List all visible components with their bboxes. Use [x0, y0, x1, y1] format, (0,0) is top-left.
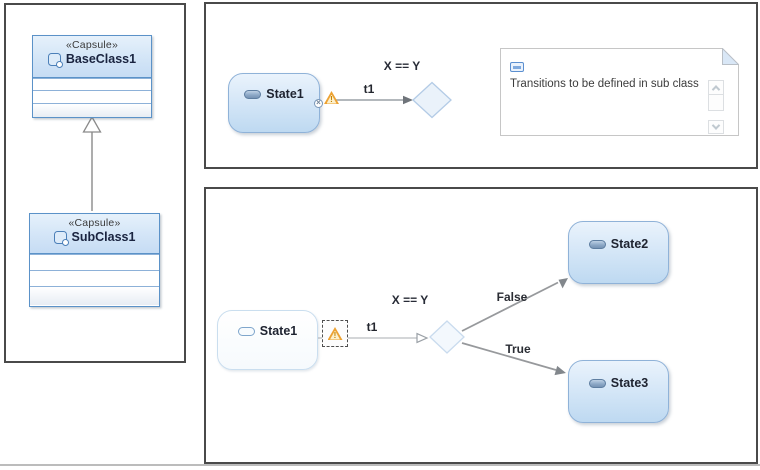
branch-false-label[interactable]: False — [496, 290, 528, 304]
chevron-up-icon — [712, 85, 720, 93]
note-fold-icon — [722, 48, 739, 65]
state-state2[interactable]: State2 — [568, 221, 669, 284]
note-scrollbar[interactable] — [708, 80, 724, 134]
capsule-stereotype: «Capsule» — [68, 217, 121, 229]
generalization-connector — [82, 115, 102, 211]
transition-name-label[interactable]: t1 — [363, 82, 375, 96]
transition-true-line[interactable] — [461, 342, 557, 371]
capsule-box-baseclass[interactable]: «Capsule» BaseClass1 — [32, 35, 152, 118]
window-bottom-edge — [0, 464, 760, 466]
state-icon — [588, 239, 606, 249]
note-text: Transitions to be defined in sub class — [510, 78, 699, 90]
compartment-row[interactable] — [30, 286, 159, 305]
capsule-header[interactable]: «Capsule» BaseClass1 — [33, 36, 151, 78]
state-label: State1 — [259, 324, 298, 338]
transition-name-label[interactable]: t1 — [366, 320, 378, 334]
choice-diamond[interactable] — [412, 81, 452, 119]
capsule-name: BaseClass1 — [65, 52, 137, 66]
branch-true-label[interactable]: True — [505, 342, 531, 356]
capsule-name: SubClass1 — [71, 230, 136, 244]
warning-selection-box[interactable]: ! — [322, 320, 348, 347]
generalization-triangle-icon[interactable] — [82, 115, 102, 133]
state-label: State1 — [266, 87, 304, 101]
capsule-stereotype: «Capsule» — [65, 39, 118, 51]
bottom-statechart-connectors — [314, 278, 568, 376]
transition-arrowhead-icon — [403, 95, 413, 105]
compartment-row[interactable] — [33, 90, 151, 103]
warning-glyph: ! — [333, 331, 337, 340]
scroll-thumb[interactable] — [708, 94, 724, 111]
state-label: State3 — [610, 376, 649, 390]
class-diagram-panel[interactable]: «Capsule» BaseClass1 «Capsule» SubClass1 — [4, 3, 186, 363]
scroll-down-button[interactable] — [708, 120, 724, 134]
guard-label[interactable]: X == Y — [391, 293, 429, 307]
note-icon — [510, 62, 524, 72]
scroll-up-button[interactable] — [708, 80, 724, 95]
state-icon — [237, 326, 255, 336]
state-state1[interactable]: State1 — [228, 73, 320, 133]
capsule-icon — [53, 230, 69, 246]
exit-point-icon[interactable]: × — [314, 99, 323, 108]
top-statechart-connectors — [336, 81, 452, 119]
state-icon — [244, 89, 262, 99]
compartment-row[interactable] — [30, 270, 159, 286]
state-state3[interactable]: State3 — [568, 360, 669, 423]
compartment-row[interactable] — [33, 103, 151, 117]
transition-arrowhead-icon — [558, 278, 568, 289]
compartment-row[interactable] — [30, 254, 159, 270]
open-arrowhead-icon — [416, 332, 429, 344]
warning-icon[interactable]: ! — [324, 91, 339, 104]
warning-glyph: ! — [330, 95, 333, 104]
choice-diamond[interactable] — [429, 320, 465, 354]
capsule-box-subclass[interactable]: «Capsule» SubClass1 — [29, 213, 160, 307]
note-comment[interactable]: Transitions to be defined in sub class — [500, 48, 739, 136]
warning-icon[interactable]: ! — [327, 327, 343, 340]
base-statechart-panel[interactable]: State1 × ! t1 X == Y Transitions to be d… — [204, 2, 758, 169]
chevron-down-icon — [712, 121, 720, 129]
guard-label[interactable]: X == Y — [383, 59, 421, 73]
state-icon — [588, 378, 606, 388]
capsule-header[interactable]: «Capsule» SubClass1 — [30, 214, 159, 254]
sub-statechart-panel[interactable]: State1 ! t1 X == Y False True State2 Sta… — [204, 187, 758, 464]
state-state1[interactable]: State1 — [217, 310, 318, 370]
compartment-row[interactable] — [33, 78, 151, 90]
transition-arrowhead-icon — [554, 365, 566, 376]
transition-false-line[interactable] — [461, 281, 559, 332]
capsule-icon — [47, 52, 63, 68]
state-label: State2 — [610, 237, 649, 251]
